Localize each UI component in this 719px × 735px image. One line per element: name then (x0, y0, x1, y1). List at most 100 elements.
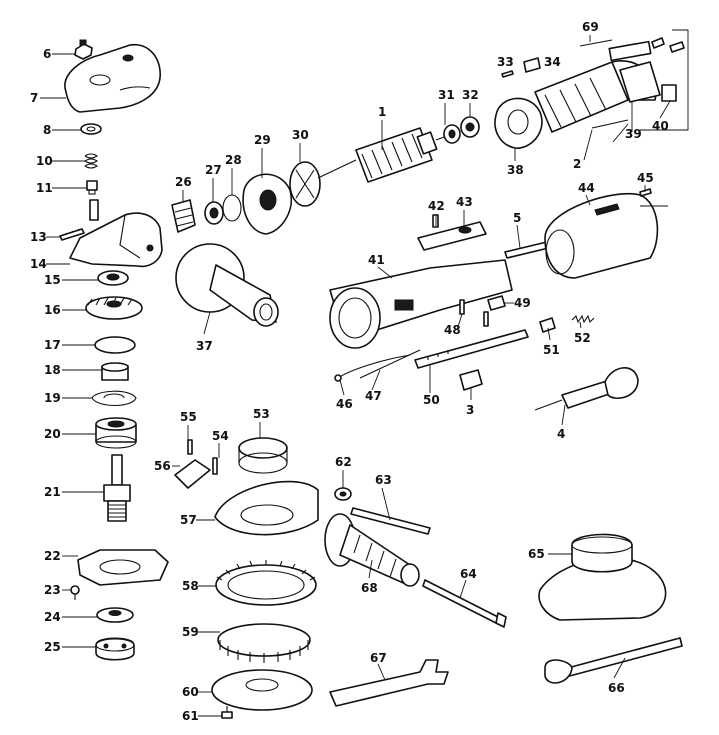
part-64-pin-wrench (544, 637, 683, 684)
label-part-34: 34 (544, 55, 561, 69)
part-60-nut (334, 487, 352, 501)
part-47-switch-part (487, 295, 506, 311)
part-30-fan-baffle (289, 161, 321, 207)
label-part-7: 7 (30, 91, 38, 105)
label-part-31: 31 (438, 88, 455, 102)
part-45-rod (359, 349, 421, 379)
label-part-37: 39 (625, 127, 642, 141)
label-part-51: 53 (253, 407, 270, 421)
label-part-21: 21 (44, 485, 61, 499)
part-1-armature (317, 127, 459, 183)
part-54-lever (174, 459, 211, 489)
label-part-28: 28 (225, 153, 242, 167)
label-part-27: 27 (205, 163, 222, 177)
label-part-22: 22 (44, 549, 61, 563)
label-part-47: 49 (514, 296, 531, 310)
part-26-fan (171, 199, 196, 233)
part-29-bearing-plate (242, 173, 293, 235)
label-part-61: 63 (375, 473, 392, 487)
label-part-56: 58 (182, 579, 199, 593)
label-part-58: 60 (182, 685, 199, 699)
part-49-clip (539, 317, 556, 333)
part-35-side-handle (175, 243, 279, 327)
part-14-gear-housing (69, 199, 163, 268)
label-part-23: 23 (44, 583, 61, 597)
part-37-brush-holder (619, 61, 661, 103)
label-part-43: 45 (637, 171, 654, 185)
part-10-spring (84, 153, 98, 169)
label-part-46: 48 (444, 323, 461, 337)
label-part-16: 16 (44, 303, 61, 317)
label-part-50: 52 (574, 331, 591, 345)
label-part-49: 51 (543, 343, 560, 357)
label-part-62: 64 (460, 567, 477, 581)
label-part-8: 8 (43, 123, 51, 137)
label-part-57: 59 (182, 625, 199, 639)
part-33-screw (501, 70, 514, 78)
part-67-pin (579, 39, 613, 47)
part-32-bearing (460, 116, 480, 138)
label-part-20: 20 (44, 427, 61, 441)
label-part-53: 55 (180, 410, 197, 424)
label-part-52: 54 (212, 429, 229, 443)
label-part-38: 40 (652, 119, 669, 133)
label-part-59: 61 (182, 709, 199, 723)
part-58-base-plate (211, 669, 313, 711)
part-24-flange (96, 607, 134, 623)
label-part-64: 66 (608, 681, 625, 695)
label-part-44: 46 (336, 397, 353, 411)
part-42-rear-housing (544, 193, 668, 279)
part-15-bearing (97, 270, 129, 286)
label-part-67: 69 (582, 20, 599, 34)
part-51-ring (238, 437, 288, 474)
label-part-19: 19 (44, 391, 61, 405)
label-part-63: 65 (528, 547, 545, 561)
label-part-39: 41 (368, 253, 385, 267)
label-part-33: 33 (497, 55, 514, 69)
label-part-36: 38 (507, 163, 524, 177)
part-17-disc (94, 336, 136, 354)
part-43-screw (639, 188, 652, 197)
leader-lines (40, 29, 689, 717)
label-part-45: 47 (365, 389, 382, 403)
label-part-30: 30 (292, 128, 309, 142)
part-40-screw (432, 214, 439, 228)
part-53-pin (187, 439, 193, 455)
label-part-24: 24 (44, 610, 61, 624)
label-part-18: 18 (44, 363, 61, 377)
part-28-ring (222, 194, 242, 222)
label-part-54: 56 (154, 459, 171, 473)
part-36-baffle-ring (494, 97, 543, 149)
part-18-sleeve (101, 362, 129, 381)
part-3-slider (459, 369, 483, 391)
label-part-3: 3 (466, 403, 474, 417)
part-59-screw (221, 706, 233, 719)
label-part-17: 17 (44, 338, 61, 352)
label-part-4: 4 (557, 427, 565, 441)
label-part-1: 1 (378, 105, 386, 119)
label-part-5: 5 (513, 211, 521, 225)
label-part-65: 67 (370, 651, 387, 665)
label-part-32: 32 (462, 88, 479, 102)
label-part-14: 14 (30, 257, 47, 271)
part-8-washer (80, 123, 102, 135)
part-38-brush (661, 84, 677, 102)
part-7-gear-cover (64, 44, 161, 113)
part-20-bearing (95, 417, 137, 449)
label-part-60: 62 (335, 455, 352, 469)
label-part-29: 29 (254, 133, 271, 147)
part-27-bearing (204, 201, 224, 225)
label-part-55: 57 (180, 513, 197, 527)
part-68-pin (591, 119, 629, 129)
part-50-spring (571, 314, 595, 324)
part-48-switch-bar (414, 329, 529, 369)
part-62-bolt (422, 579, 507, 628)
part-66-handle (324, 513, 420, 587)
part-57-brush-ring (217, 623, 311, 663)
part-65-wrench (329, 659, 449, 707)
part-61-rod (350, 507, 431, 535)
label-part-35: 37 (196, 339, 213, 353)
part-63-guard (538, 533, 667, 621)
label-part-13: 13 (30, 230, 47, 244)
